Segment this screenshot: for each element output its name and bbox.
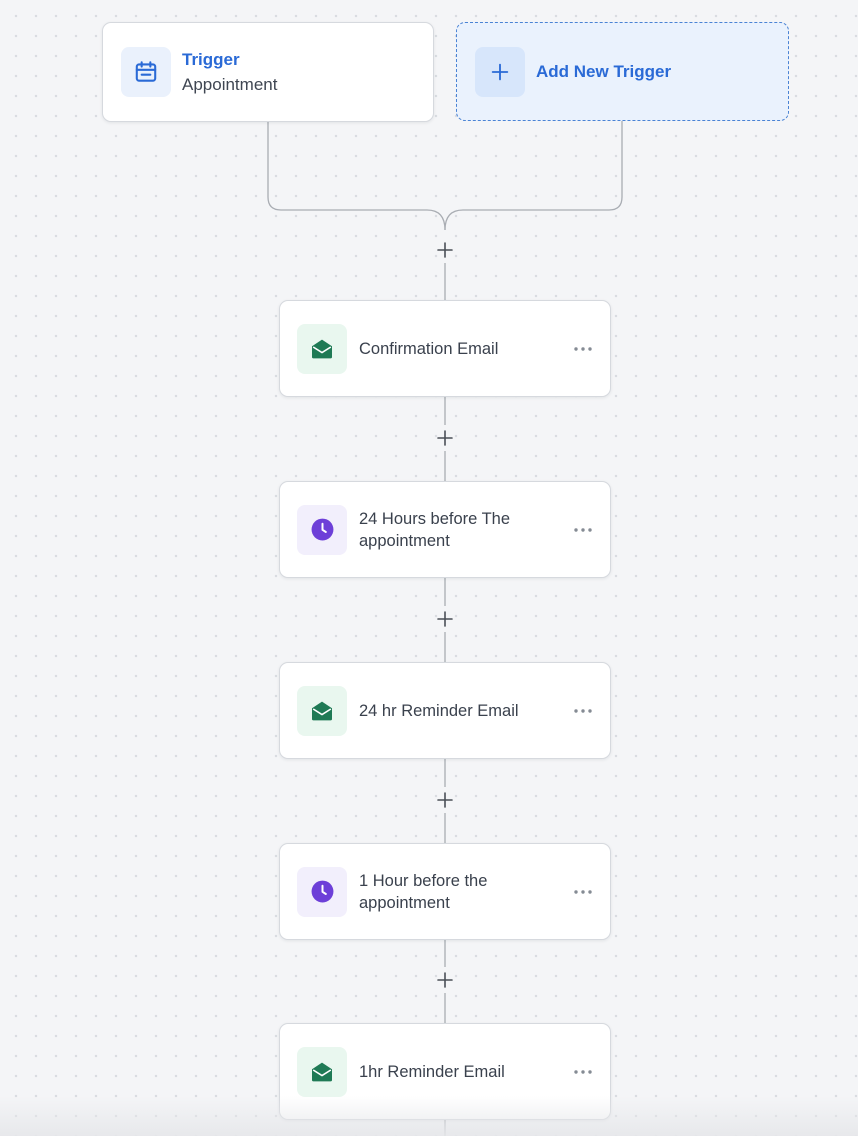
email-open-icon: [312, 339, 332, 358]
step-label: 1 Hour before the appointment: [359, 871, 488, 912]
step-icon-box: [297, 685, 347, 736]
more-options-button[interactable]: [572, 1061, 594, 1083]
step-icon-box: [297, 323, 347, 374]
add-trigger-icon-box: [475, 46, 525, 97]
trigger-branch-right: [444, 121, 623, 231]
step-card-wait-24-hours[interactable]: 24 Hours before The appointment: [279, 481, 611, 578]
step-label: Confirmation Email: [359, 339, 499, 358]
more-horizontal-icon: [574, 708, 592, 713]
step-icon-box: [297, 1046, 347, 1097]
clock-icon: [311, 518, 333, 541]
email-open-icon: [312, 701, 332, 720]
plus-icon: [491, 63, 509, 80]
trigger-title: Trigger: [182, 49, 240, 69]
more-horizontal-icon: [574, 1069, 592, 1074]
add-step-button-2[interactable]: [434, 608, 456, 630]
plus-icon: [437, 972, 453, 988]
calendar-icon: [135, 61, 157, 82]
add-step-button-0[interactable]: [434, 239, 456, 261]
clock-icon: [311, 880, 333, 903]
more-options-button[interactable]: [572, 700, 594, 722]
add-trigger-label: Add New Trigger: [536, 61, 672, 81]
step-label: 24 Hours before The appointment: [359, 509, 511, 550]
step-card-24hr-reminder-email[interactable]: 24 hr Reminder Email: [279, 662, 611, 759]
step-card-confirmation-email[interactable]: Confirmation Email: [279, 300, 611, 397]
more-options-button[interactable]: [572, 519, 594, 541]
add-step-button-1[interactable]: [434, 427, 456, 449]
trigger-card[interactable]: Trigger Appointment: [102, 22, 434, 122]
plus-icon: [437, 430, 453, 446]
trigger-subtitle: Appointment: [182, 74, 278, 94]
more-horizontal-icon: [574, 527, 592, 532]
step-icon-box: [297, 866, 347, 917]
add-new-trigger-button[interactable]: Add New Trigger: [456, 22, 789, 121]
trigger-branch-left: [267, 122, 446, 231]
plus-icon: [437, 792, 453, 808]
step-card-1hr-reminder-email[interactable]: 1hr Reminder Email: [279, 1023, 611, 1120]
step-card-wait-1-hour[interactable]: 1 Hour before the appointment: [279, 843, 611, 940]
add-step-button-3[interactable]: [434, 789, 456, 811]
add-step-button-4[interactable]: [434, 969, 456, 991]
plus-icon: [437, 611, 453, 627]
step-icon-box: [297, 504, 347, 555]
plus-icon: [437, 242, 453, 258]
more-options-button[interactable]: [572, 881, 594, 903]
more-horizontal-icon: [574, 346, 592, 351]
more-horizontal-icon: [574, 889, 592, 894]
trigger-icon-box: [121, 47, 171, 97]
step-label: 1hr Reminder Email: [359, 1062, 505, 1081]
email-open-icon: [312, 1062, 332, 1081]
more-options-button[interactable]: [572, 338, 594, 360]
step-label: 24 hr Reminder Email: [359, 701, 519, 720]
